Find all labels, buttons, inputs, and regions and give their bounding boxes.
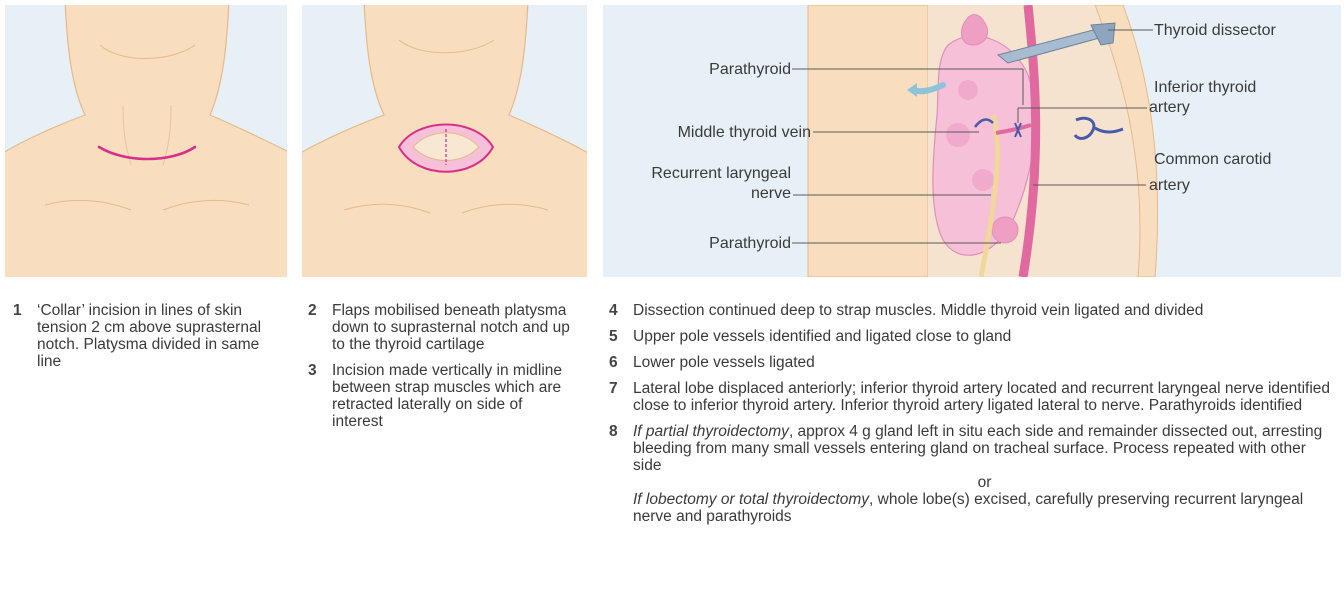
step-5: 5 Upper pole vessels identified and liga…	[606, 328, 1336, 345]
panel-flaps-mobilised	[302, 5, 587, 277]
strap-muscle-retracted	[808, 5, 928, 277]
label-thyroid-dissector: Thyroid dissector	[1154, 21, 1276, 40]
step-2: 2 Flaps mobilised beneath platysma down …	[305, 302, 577, 353]
step-6: 6 Lower pole vessels ligated	[606, 354, 1336, 371]
label-inferior-thyroid-artery-line2: artery	[1149, 98, 1190, 117]
step-4: 4 Dissection continued deep to strap mus…	[606, 302, 1336, 319]
lobule	[946, 123, 970, 147]
label-recurrent-laryngeal-nerve-line1: Recurrent laryngeal	[603, 164, 791, 183]
step-number: 2	[308, 302, 317, 319]
step-1: 1 ‘Collar’ incision in lines of skin ten…	[10, 302, 272, 370]
step-number: 6	[609, 354, 618, 371]
steps-column-1: 1 ‘Collar’ incision in lines of skin ten…	[10, 302, 272, 379]
step-number: 3	[308, 362, 317, 379]
lobule	[972, 169, 994, 191]
step-number: 8	[609, 423, 618, 440]
step-number: 1	[13, 302, 22, 319]
step-text: Incision made vertically in midline betw…	[332, 362, 577, 430]
lobectomy-heading: If lobectomy or total thyroidectomy	[633, 491, 869, 508]
neck-illustration-1	[5, 5, 287, 277]
label-middle-thyroid-vein: Middle thyroid vein	[603, 123, 811, 142]
label-inferior-thyroid-artery-line1: Inferior thyroid	[1154, 78, 1256, 97]
step-number: 5	[609, 328, 618, 345]
partial-heading: If partial thyroidectomy	[633, 423, 789, 440]
label-common-carotid-artery-line1: Common carotid	[1154, 150, 1271, 169]
step-8: 8 If partial thyroidectomy, approx 4 g g…	[606, 423, 1336, 525]
step-text: Lower pole vessels ligated	[633, 354, 1336, 371]
steps-column-2: 2 Flaps mobilised beneath platysma down …	[305, 302, 577, 439]
step-text: Lateral lobe displaced anteriorly; infer…	[633, 380, 1336, 414]
step-text: Dissection continued deep to strap muscl…	[633, 302, 1336, 319]
steps-column-3: 4 Dissection continued deep to strap mus…	[606, 302, 1336, 534]
step-text: ‘Collar’ incision in lines of skin tensi…	[37, 302, 272, 370]
label-recurrent-laryngeal-nerve-line2: nerve	[603, 184, 791, 203]
step-text: Flaps mobilised beneath platysma down to…	[332, 302, 577, 353]
step-3: 3 Incision made vertically in midline be…	[305, 362, 577, 430]
lower-parathyroid	[992, 217, 1018, 243]
step-number: 4	[609, 302, 618, 319]
step-text: Upper pole vessels identified and ligate…	[633, 328, 1336, 345]
step-number: 7	[609, 380, 618, 397]
panel-collar-incision	[5, 5, 287, 277]
step-8-partial: If partial thyroidectomy, approx 4 g gla…	[633, 423, 1336, 474]
label-parathyroid-lower: Parathyroid	[633, 234, 791, 253]
step-7: 7 Lateral lobe displaced anteriorly; inf…	[606, 380, 1336, 414]
neck-illustration-2	[302, 5, 587, 277]
label-parathyroid-upper: Parathyroid	[633, 60, 791, 79]
or-divider: or	[633, 474, 1336, 491]
neck-skin	[5, 5, 287, 277]
step-8-lobectomy: If lobectomy or total thyroidectomy, who…	[633, 491, 1336, 525]
lobule	[958, 80, 978, 100]
label-common-carotid-artery-line2: artery	[1149, 176, 1190, 195]
panel-dissection: Parathyroid Middle thyroid vein Recurren…	[603, 5, 1341, 277]
